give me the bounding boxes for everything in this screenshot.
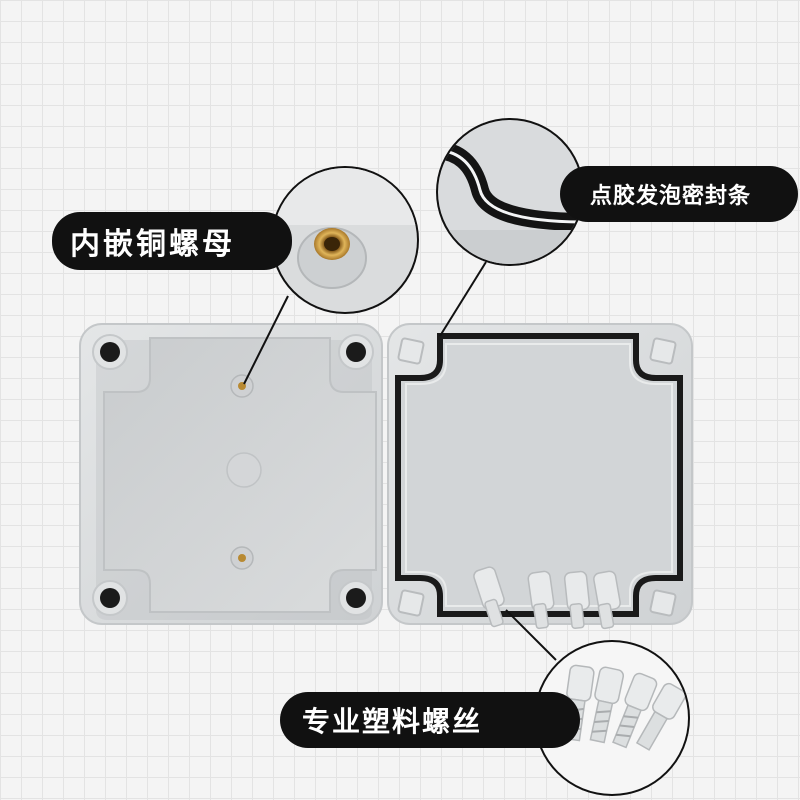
seal-zoom-callout (436, 118, 584, 266)
corner-screw-hole (338, 580, 374, 616)
plastic-screw (473, 566, 505, 628)
label-brass-nut: 内嵌铜螺母 (52, 212, 292, 270)
lid-screw-slot (649, 337, 677, 365)
center-dome (226, 452, 262, 488)
corner-screw-hole (92, 334, 128, 370)
screw-zoom-callout (534, 640, 690, 796)
corner-screw-hole (92, 580, 128, 616)
plastic-screw (527, 570, 555, 630)
mounting-boss (230, 374, 254, 398)
mounting-boss (230, 546, 254, 570)
lid-screw-slot (649, 589, 677, 617)
lid-screw-slot (397, 337, 425, 365)
plastic-screw (589, 666, 625, 744)
nut-zoom-callout (271, 166, 419, 314)
label-foam-seal-text: 点胶发泡密封条 (590, 184, 752, 209)
label-plastic-screw: 专业塑料螺丝 (280, 692, 580, 748)
lid-screw-slot (397, 589, 425, 617)
plastic-screw (563, 570, 591, 630)
label-brass-nut-text: 内嵌铜螺母 (70, 227, 235, 262)
box-lid (387, 323, 693, 630)
leader-line-screw (505, 609, 557, 661)
label-foam-seal: 点胶发泡密封条 (560, 166, 798, 222)
label-plastic-screw-text: 专业塑料螺丝 (302, 705, 483, 738)
leader-line-seal (439, 261, 487, 337)
foam-gasket (395, 333, 683, 617)
plastic-screw (635, 682, 686, 751)
corner-screw-hole (338, 334, 374, 370)
box-base (79, 323, 383, 625)
leader-line-nut (243, 295, 289, 385)
plastic-screw (612, 672, 658, 749)
plastic-screw (593, 570, 621, 630)
